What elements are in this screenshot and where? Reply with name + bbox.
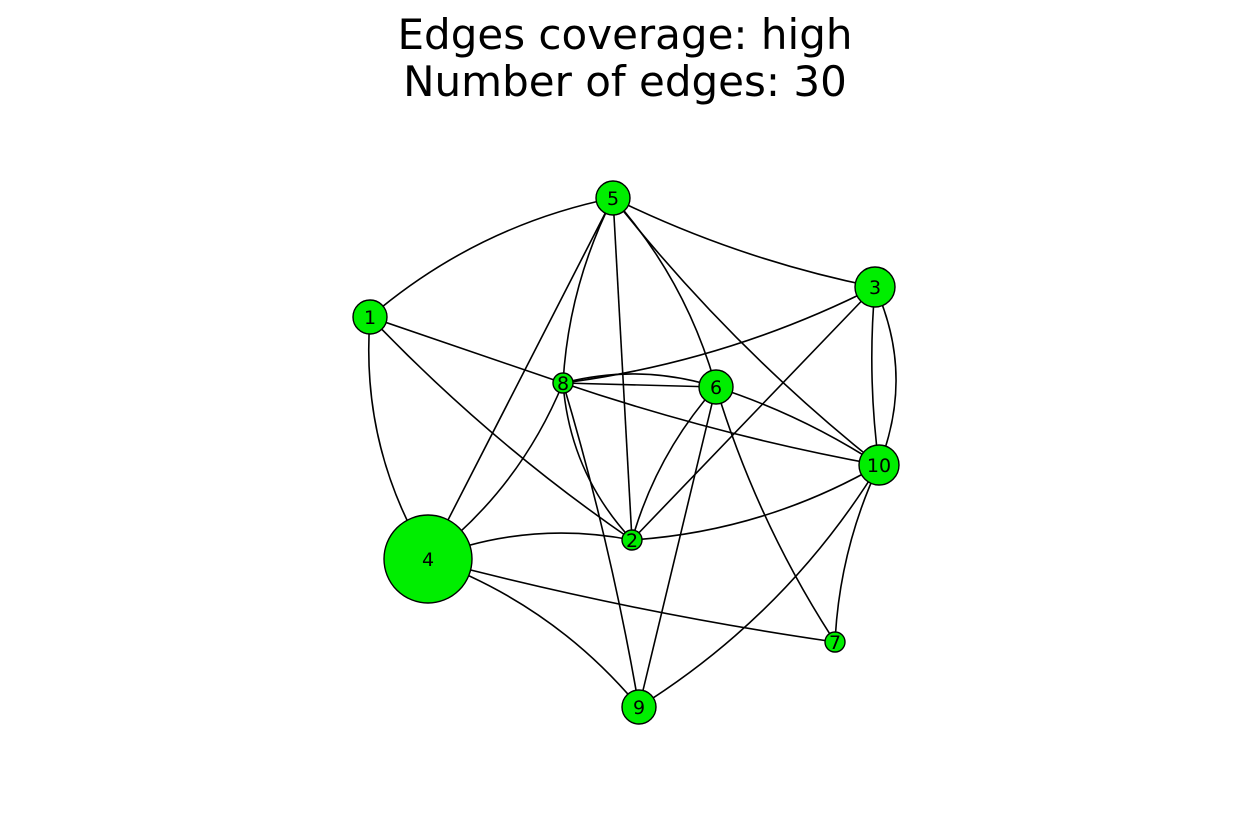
node-5-circle [595, 180, 631, 216]
chart-title-line-2: Number of edges: 30 [403, 57, 847, 106]
node-9-circle [621, 689, 657, 725]
node-8-label: 8 [557, 373, 569, 395]
node-2: 2 [621, 529, 643, 552]
node-7-label: 7 [829, 632, 841, 654]
edge-8-6 [562, 382, 717, 388]
node-layer: 1 2 3 4 5 6 7 8 9 10 [352, 180, 900, 725]
node-7-circle [824, 631, 846, 653]
edge-10-2 [631, 464, 880, 541]
edge-6-9 [638, 386, 717, 708]
edge-5-10 [612, 197, 880, 466]
edge-6-2 [631, 386, 717, 541]
node-2-label: 2 [626, 530, 638, 552]
edge-6-10 [715, 386, 880, 466]
edge-8-9 [562, 382, 640, 708]
edge-10-7 [834, 464, 880, 643]
node-8: 8 [552, 372, 574, 395]
edge-5-4 [427, 197, 614, 560]
node-5-label: 5 [607, 188, 619, 210]
node-5: 5 [595, 180, 631, 216]
node-8-circle [552, 372, 574, 394]
edge-5-2 [612, 197, 633, 541]
node-10: 10 [858, 444, 900, 486]
edge-3-2 [631, 286, 876, 541]
node-7: 7 [824, 631, 846, 654]
node-6-label: 6 [710, 377, 722, 399]
edge-3-10 [871, 286, 880, 466]
node-4: 4 [383, 514, 473, 604]
node-6-circle [698, 369, 734, 405]
edge-6-7 [715, 386, 836, 643]
edge-4-7 [427, 558, 836, 643]
edge-1-5 [369, 197, 614, 318]
node-6: 6 [698, 369, 734, 405]
edge-8-2 [562, 382, 633, 541]
node-3: 3 [854, 266, 896, 308]
edge-3-8 [562, 286, 876, 384]
edge-8-6 [562, 373, 717, 388]
chart-title-line-1: Edges coverage: high [397, 10, 853, 59]
edge-layer [367, 197, 897, 708]
node-9-label: 9 [633, 697, 645, 719]
node-3-label: 3 [869, 277, 881, 299]
node-4-circle [383, 514, 473, 604]
node-1-label: 1 [364, 307, 376, 329]
node-3-circle [854, 266, 896, 308]
edge-5-8 [562, 197, 614, 384]
node-2-circle [621, 529, 643, 551]
node-10-circle [858, 444, 900, 486]
edge-3-10 [874, 286, 897, 466]
edge-5-3 [612, 197, 876, 288]
node-4-label: 4 [422, 549, 434, 571]
edge-8-10 [562, 382, 880, 466]
edge-5-6 [612, 197, 717, 388]
node-1-circle [352, 299, 388, 335]
edge-1-2 [369, 316, 633, 541]
node-10-label: 10 [867, 455, 891, 477]
edge-10-9 [638, 464, 880, 708]
edge-1-8 [369, 316, 564, 384]
node-1: 1 [352, 299, 388, 335]
node-9: 9 [621, 689, 657, 725]
